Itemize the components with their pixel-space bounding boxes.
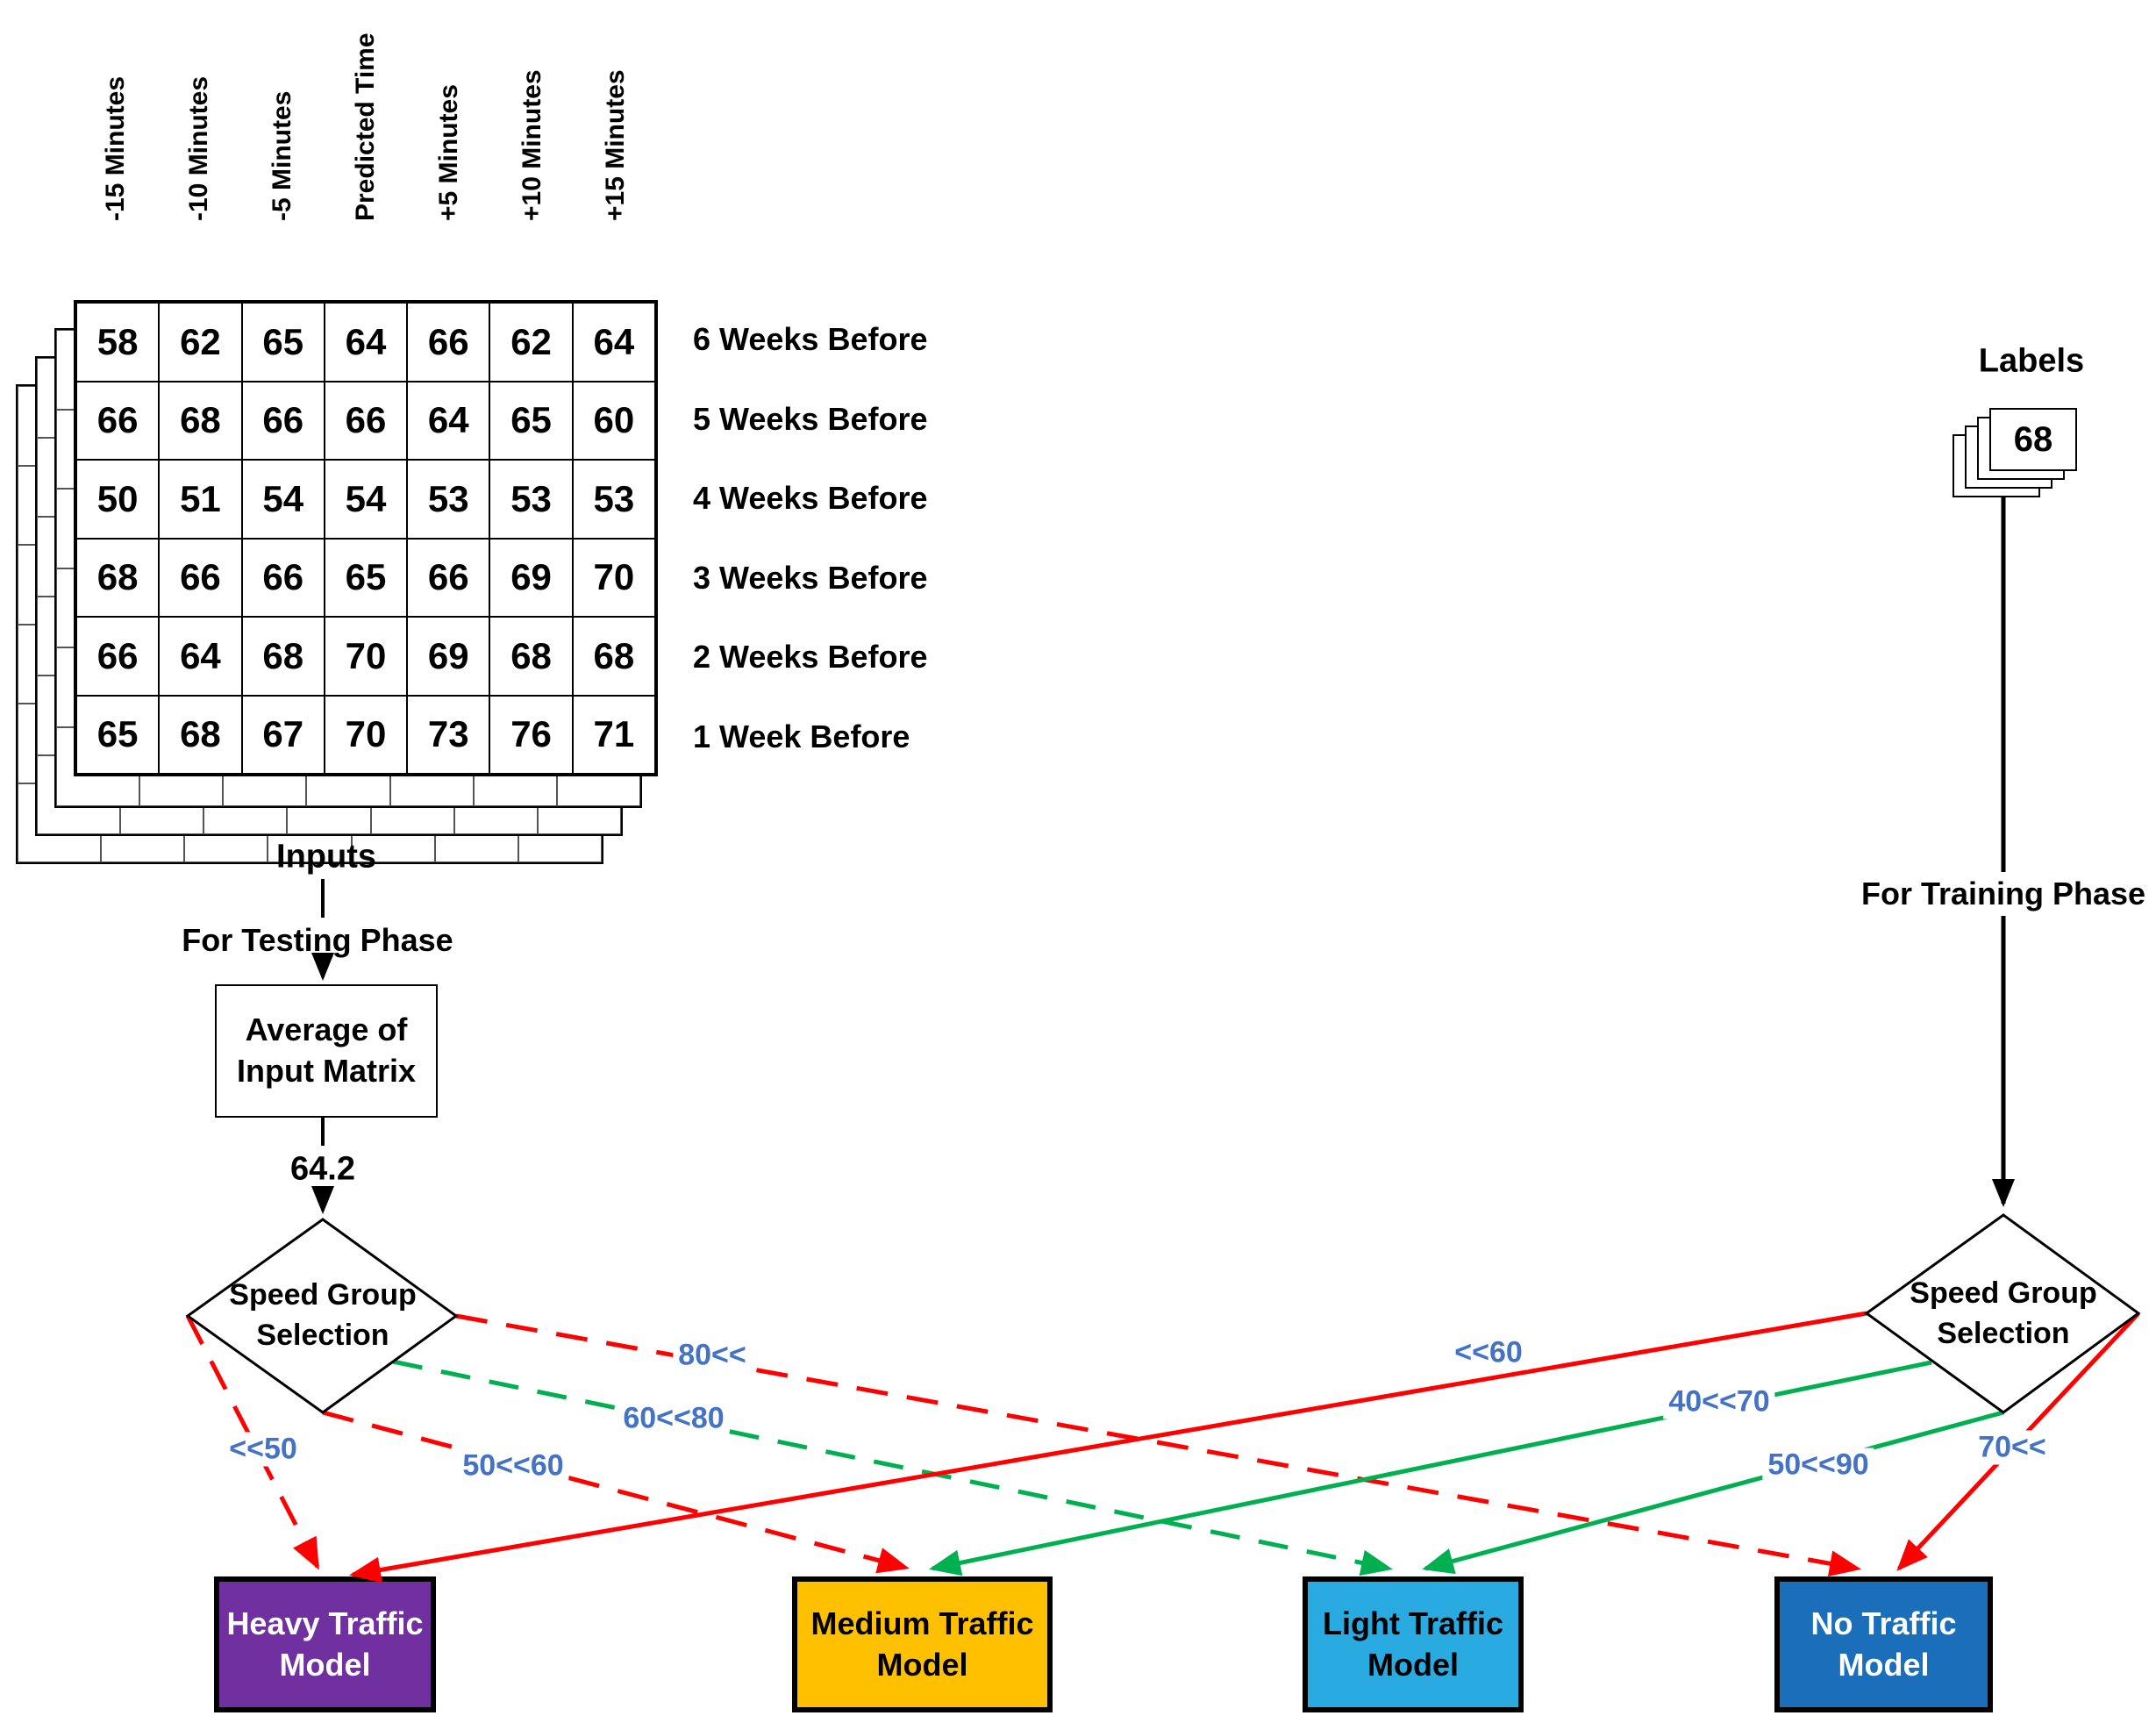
matrix-cell: 51	[159, 460, 242, 539]
matrix-cell: 68	[572, 617, 655, 696]
matrix-cell: 68	[159, 695, 242, 774]
labels-title: Labels	[1978, 342, 2085, 380]
matrix-cell: 69	[489, 538, 573, 617]
matrix-cell: 65	[76, 695, 160, 774]
matrix-cell: 50	[76, 460, 160, 539]
matrix-cell: 66	[407, 303, 490, 382]
matrix-cell: 53	[572, 460, 655, 539]
matrix-cell: 66	[241, 538, 325, 617]
matrix-row-label: 6 Weeks Before	[693, 321, 928, 358]
model-box-label: No Traffic Model	[1810, 1605, 1957, 1683]
model-box-heavy-traffic-model: Heavy Traffic Model	[214, 1576, 436, 1712]
model-box-label: Heavy Traffic Model	[226, 1605, 424, 1683]
model-box-label: Medium Traffic Model	[810, 1605, 1034, 1683]
matrix-cell: 67	[241, 695, 325, 774]
matrix-row-label: 2 Weeks Before	[693, 639, 928, 676]
matrix-cell: 68	[489, 617, 573, 696]
matrix-cell: 71	[572, 695, 655, 774]
edge-testing-60-80	[392, 1359, 1393, 1576]
matrix-cell: 66	[324, 381, 408, 460]
edge-testing-50-60	[322, 1410, 910, 1574]
matrix-cell: 70	[324, 695, 408, 774]
edge-label-training-7: 70<<	[1973, 1430, 2052, 1465]
matrix-cell: 53	[489, 460, 573, 539]
edge-label-testing-2: 60<<80	[618, 1401, 730, 1436]
matrix-row-label: 5 Weeks Before	[693, 400, 928, 437]
model-box-light-traffic-model: Light Traffic Model	[1303, 1576, 1524, 1712]
matrix-cell: 66	[76, 381, 160, 460]
edge-label-testing-1: 50<<60	[457, 1448, 569, 1483]
matrix-cell: 68	[159, 381, 242, 460]
matrix-cell: 64	[572, 303, 655, 382]
model-box-medium-traffic-model: Medium Traffic Model	[792, 1576, 1053, 1712]
matrix-cell: 60	[572, 381, 655, 460]
matrix-row-label: 4 Weeks Before	[693, 480, 928, 517]
matrix-cell: 66	[407, 538, 490, 617]
matrix-cell: 68	[76, 538, 160, 617]
matrix-cell: 76	[489, 695, 573, 774]
matrix-cell: 64	[159, 617, 242, 696]
edge-training-lt60	[349, 1311, 1867, 1583]
average-value: 64.2	[290, 1150, 355, 1188]
training-decision-label: Speed Group Selection	[1910, 1276, 2097, 1350]
matrix-cell: 58	[76, 303, 160, 382]
edge-label-training-6: 50<<90	[1762, 1448, 1874, 1483]
matrix-cell: 62	[159, 303, 242, 382]
matrix-cell: 70	[324, 617, 408, 696]
edge-testing-gt80	[455, 1313, 1861, 1577]
matrix-cell: 68	[241, 617, 325, 696]
matrix-row-label: 1 Week Before	[693, 718, 910, 754]
matrix-row-label: 3 Weeks Before	[693, 559, 928, 596]
average-of-input-matrix-box: Average of Input Matrix	[215, 984, 438, 1118]
matrix-cell: 53	[407, 460, 490, 539]
matrix-cell: 54	[241, 460, 325, 539]
testing-decision-label: Speed Group Selection	[229, 1278, 417, 1352]
label-card-value: 68	[1989, 408, 2077, 471]
matrix-cell: 70	[572, 538, 655, 617]
matrix-cell: 65	[241, 303, 325, 382]
edge-training-50-90	[1422, 1410, 2004, 1575]
edge-label-training-4: <<60	[1449, 1335, 1528, 1370]
matrix-cell: 62	[489, 303, 573, 382]
inputs-caption: Inputs	[276, 838, 376, 876]
matrix-cell: 65	[324, 538, 408, 617]
training-phase-label: For Training Phase	[1852, 876, 2155, 912]
edge-label-training-5: 40<<70	[1663, 1384, 1775, 1419]
matrix-cell: 69	[407, 617, 490, 696]
testing-decision-diamond	[185, 1218, 459, 1414]
matrix-cell: 66	[241, 381, 325, 460]
edge-label-testing-3: 80<<	[673, 1338, 752, 1373]
model-box-no-traffic-model: No Traffic Model	[1774, 1576, 1993, 1712]
testing-phase-label: For Testing Phase	[182, 922, 453, 958]
edge-label-testing-0: <<50	[224, 1432, 303, 1467]
matrix-cell: 73	[407, 695, 490, 774]
matrix-cell: 64	[324, 303, 408, 382]
matrix-cell: 66	[159, 538, 242, 617]
matrix-cell: 64	[407, 381, 490, 460]
matrix-cell: 65	[489, 381, 573, 460]
training-decision-diamond	[1864, 1213, 2141, 1414]
matrix-cell: 54	[324, 460, 408, 539]
average-box-label: Average of Input Matrix	[237, 1012, 416, 1089]
matrix-cell: 66	[76, 617, 160, 696]
model-box-label: Light Traffic Model	[1323, 1605, 1503, 1683]
